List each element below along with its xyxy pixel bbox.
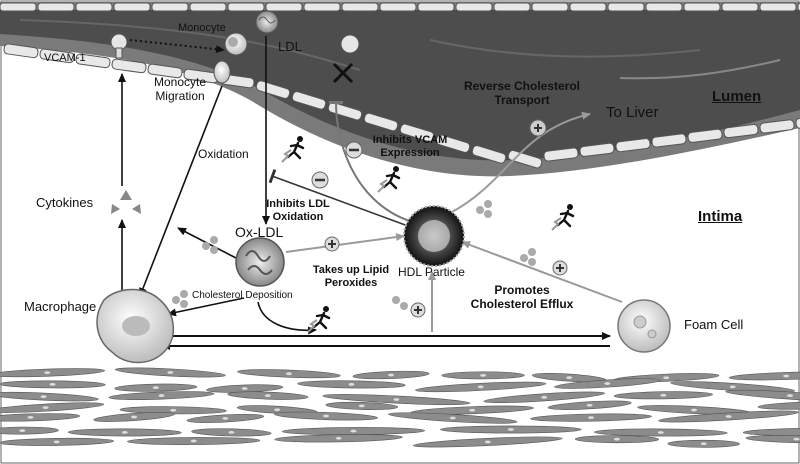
endothelial-cell bbox=[687, 128, 723, 143]
macrophage-label: Macrophage bbox=[24, 299, 97, 314]
endothelial-cell bbox=[759, 119, 795, 134]
smooth-muscle-layer bbox=[0, 367, 800, 448]
smooth-muscle-cell bbox=[0, 391, 99, 402]
smooth-muscle-cell bbox=[745, 435, 800, 444]
vcam-1-receptor bbox=[110, 33, 128, 59]
plus-icon bbox=[410, 302, 426, 318]
endothelial-cell bbox=[75, 53, 111, 69]
running-person-icon bbox=[377, 166, 401, 193]
endothelial-cell bbox=[151, 2, 189, 12]
endothelial-cell bbox=[379, 2, 417, 12]
smooth-muscle-cell bbox=[757, 401, 800, 410]
endothelial-cell bbox=[607, 2, 645, 12]
intima-label: Intima bbox=[698, 208, 743, 225]
endothelial-cell bbox=[579, 142, 615, 157]
ox-ldl-particle bbox=[235, 237, 285, 287]
endothelial-cell bbox=[795, 114, 800, 129]
endothelial-cell bbox=[75, 2, 113, 12]
promotes-cholesterol-efflux-label: Promotes Cholesterol Efflux bbox=[470, 283, 574, 311]
minus-icon bbox=[345, 141, 363, 159]
endothelial-cell bbox=[113, 2, 151, 12]
plus-icon bbox=[529, 119, 547, 137]
cytokine-triangles bbox=[111, 190, 141, 214]
plus-icon bbox=[552, 260, 568, 276]
endothelial-cell bbox=[435, 134, 471, 153]
smooth-muscle-cell bbox=[0, 413, 81, 422]
monocyte-cell bbox=[224, 32, 248, 56]
endothelial-cell bbox=[291, 91, 327, 110]
endothelial-cell bbox=[39, 48, 75, 64]
monocyte-migration-label: Monocyte Migration bbox=[153, 75, 207, 103]
endothelial-cell bbox=[759, 2, 797, 12]
reverse-cholesterol-transport-label: Reverse Cholesterol Transport bbox=[463, 79, 581, 107]
smooth-muscle-cell bbox=[728, 371, 800, 381]
endothelial-cell bbox=[569, 2, 607, 12]
endothelial-cell bbox=[37, 2, 75, 12]
endothelial-cell bbox=[543, 147, 579, 162]
endothelial-cell bbox=[341, 2, 379, 12]
endothelial-cell bbox=[471, 145, 507, 164]
endothelial-cell bbox=[721, 2, 759, 12]
endothelial-cell bbox=[531, 2, 569, 12]
minus-icon bbox=[311, 171, 329, 189]
endothelial-cell bbox=[0, 2, 37, 12]
oxidation-label: Oxidation bbox=[198, 147, 249, 161]
endothelial-cell bbox=[303, 2, 341, 12]
endothelial-cell bbox=[111, 58, 147, 74]
connectors bbox=[118, 36, 623, 350]
cytokines-label: Cytokines bbox=[36, 195, 94, 210]
endothelial-cell bbox=[227, 2, 265, 12]
endothelial-cell bbox=[417, 2, 455, 12]
running-person-icon bbox=[551, 204, 575, 231]
smooth-muscle-cell bbox=[742, 428, 800, 436]
ldl-label: LDL bbox=[278, 39, 302, 54]
foam-cell bbox=[617, 299, 671, 353]
lumen-label: Lumen bbox=[712, 88, 762, 105]
cross-icon bbox=[332, 62, 354, 84]
monocyte-label: Monocyte bbox=[178, 22, 226, 34]
smooth-muscle-cell bbox=[0, 426, 59, 435]
endothelial-cell bbox=[189, 2, 227, 12]
endothelial-cell bbox=[645, 2, 683, 12]
running-person-icon bbox=[307, 306, 331, 333]
endothelial-cell bbox=[507, 149, 543, 169]
smooth-muscle-cell bbox=[0, 402, 105, 413]
endothelial-cell bbox=[493, 2, 531, 12]
vcam-blocked-receptor bbox=[332, 34, 360, 84]
endothelial-cell bbox=[455, 2, 493, 12]
macrophage-cell bbox=[96, 288, 175, 364]
endothelial-cell bbox=[615, 138, 651, 153]
endothelial-cell bbox=[265, 2, 303, 12]
endothelial-cell bbox=[255, 80, 291, 99]
endothelial-cell bbox=[363, 112, 399, 132]
inhibits-ldl-oxidation-label: Inhibits LDL Oxidation bbox=[266, 198, 330, 223]
endothelial-cell bbox=[399, 123, 435, 143]
cholesterol-dots bbox=[172, 200, 536, 310]
takes-up-lipid-peroxides-label: Takes up Lipid Peroxides bbox=[312, 264, 390, 289]
migrating-monocyte bbox=[213, 60, 231, 84]
ldl-particle bbox=[255, 10, 279, 34]
plus-icon bbox=[324, 236, 340, 252]
foam-cell-label: Foam Cell bbox=[684, 317, 744, 332]
to-liver-label: To Liver bbox=[606, 104, 659, 121]
endothelial-cell bbox=[651, 133, 687, 148]
endothelial-cell bbox=[723, 124, 759, 139]
endothelial-cell bbox=[3, 43, 39, 59]
hdl-particle bbox=[403, 205, 465, 267]
smooth-muscle-cell bbox=[0, 368, 105, 378]
endothelial-cell bbox=[683, 2, 721, 12]
inhibits-vcam-expression-label: Inhibits VCAM Expression bbox=[372, 134, 448, 159]
endothelial-cell bbox=[147, 63, 183, 79]
ox-ldl-label: Ox-LDL bbox=[235, 224, 284, 240]
running-person-icon bbox=[281, 136, 305, 163]
cholesterol-deposition-label: Cholesterol Deposition bbox=[192, 290, 293, 301]
vcam-1-label: VCAM-1 bbox=[44, 52, 86, 64]
hdl-particle-label: HDL Particle bbox=[398, 265, 465, 279]
endothelial-layer bbox=[0, 2, 800, 169]
